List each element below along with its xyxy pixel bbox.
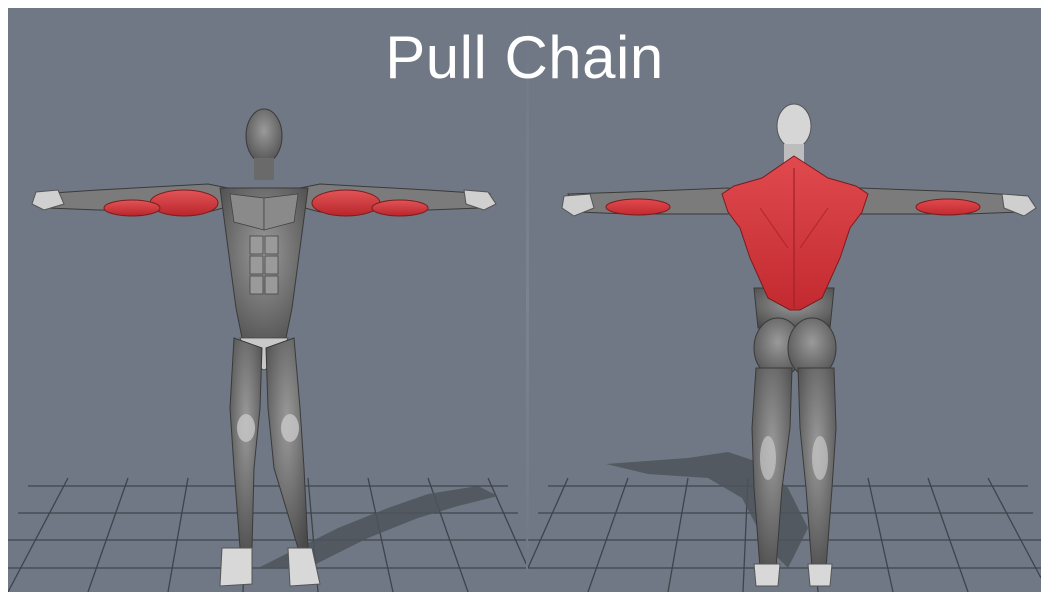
back-view-figure bbox=[528, 8, 1041, 592]
right-bicep-highlight bbox=[312, 190, 380, 216]
right-forearm-highlight bbox=[916, 199, 980, 215]
left-forearm-highlight bbox=[606, 199, 670, 215]
page-title: Pull Chain bbox=[8, 26, 1041, 90]
scene-frame: Pull Chain bbox=[8, 8, 1041, 592]
left-forearm-highlight bbox=[104, 200, 160, 216]
back-view-panel bbox=[528, 8, 1041, 592]
right-forearm-highlight bbox=[372, 200, 428, 216]
back-lats-traps-highlight bbox=[722, 156, 868, 310]
back-highlighted-muscles bbox=[606, 156, 980, 310]
left-bicep-highlight bbox=[150, 190, 218, 216]
front-view-figure bbox=[8, 8, 528, 592]
front-view-panel bbox=[8, 8, 528, 592]
